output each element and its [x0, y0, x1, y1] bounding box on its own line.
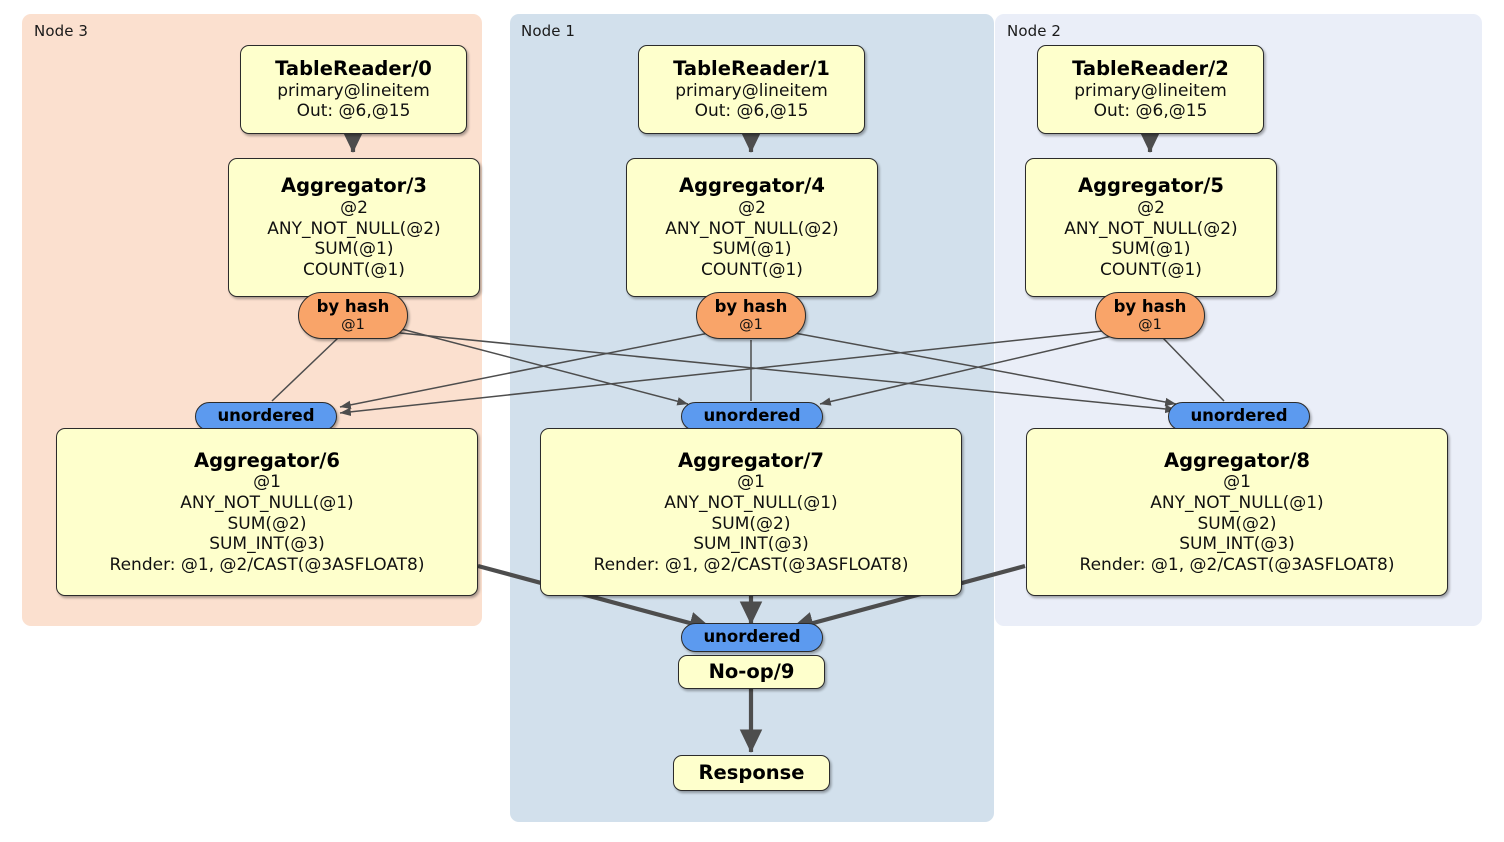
node-title: Aggregator/8	[1164, 448, 1310, 472]
node-detail-line: @2	[340, 198, 368, 219]
synchronizer-title: unordered	[1190, 406, 1288, 426]
node-aggregator-7[interactable]: Aggregator/7 @1 ANY_NOT_NULL(@1) SUM(@2)…	[540, 428, 962, 596]
node-detail-line: SUM(@1)	[1111, 239, 1191, 260]
node-detail-line: SUM_INT(@3)	[209, 534, 325, 555]
node-title: TableReader/0	[275, 57, 432, 81]
node-title: Aggregator/6	[194, 448, 340, 472]
node-detail-line: @2	[738, 198, 766, 219]
node-detail-line: Out: @6,@15	[1093, 101, 1208, 122]
node-detail-line: ANY_NOT_NULL(@2)	[1064, 218, 1238, 239]
node-detail-line: SUM(@2)	[1197, 513, 1277, 534]
input-synchronizer-unordered-2[interactable]: unordered	[1168, 402, 1310, 431]
node-detail-line: SUM_INT(@3)	[1179, 534, 1295, 555]
node-aggregator-3[interactable]: Aggregator/3 @2 ANY_NOT_NULL(@2) SUM(@1)…	[228, 158, 480, 297]
router-detail: @1	[341, 316, 365, 333]
node-detail-line: ANY_NOT_NULL(@2)	[267, 218, 441, 239]
node-detail-line: COUNT(@1)	[1100, 259, 1202, 280]
node-aggregator-6[interactable]: Aggregator/6 @1 ANY_NOT_NULL(@1) SUM(@2)…	[56, 428, 478, 596]
node-aggregator-4[interactable]: Aggregator/4 @2 ANY_NOT_NULL(@2) SUM(@1)…	[626, 158, 878, 297]
synchronizer-title: unordered	[703, 627, 801, 647]
node-render-line: Render: @1, @2/CAST(@3ASFLOAT8)	[109, 554, 425, 575]
node-response[interactable]: Response	[673, 755, 830, 791]
node-detail-line: SUM(@1)	[712, 239, 792, 260]
router-title: by hash	[714, 296, 788, 316]
node-detail-line: Out: @6,@15	[694, 101, 809, 122]
node-detail-line: primary@lineitem	[277, 80, 430, 101]
node-title: TableReader/1	[673, 57, 830, 81]
node-panel-label-node2: Node 2	[1007, 22, 1062, 40]
input-synchronizer-unordered-final[interactable]: unordered	[681, 623, 823, 652]
node-title: Aggregator/7	[678, 448, 824, 472]
node-detail-line: @1	[737, 472, 765, 493]
node-detail-line: ANY_NOT_NULL(@1)	[664, 493, 838, 514]
router-title: by hash	[1113, 296, 1187, 316]
node-detail-line: COUNT(@1)	[303, 259, 405, 280]
node-detail-line: SUM(@2)	[227, 513, 307, 534]
node-detail-line: @1	[253, 472, 281, 493]
node-title: Response	[698, 761, 805, 785]
node-render-line: Render: @1, @2/CAST(@3ASFLOAT8)	[593, 554, 909, 575]
node-title: Aggregator/5	[1078, 174, 1224, 198]
router-detail: @1	[739, 316, 763, 333]
node-title: No-op/9	[708, 660, 795, 684]
node-detail-line: SUM(@1)	[314, 239, 394, 260]
node-title: Aggregator/4	[679, 174, 825, 198]
node-detail-line: primary@lineitem	[1074, 80, 1227, 101]
synchronizer-title: unordered	[703, 406, 801, 426]
output-router-by-hash-2[interactable]: by hash @1	[1095, 292, 1205, 339]
node-panel-label-node1: Node 1	[521, 22, 576, 40]
node-aggregator-8[interactable]: Aggregator/8 @1 ANY_NOT_NULL(@1) SUM(@2)…	[1026, 428, 1448, 596]
node-detail-line: SUM_INT(@3)	[693, 534, 809, 555]
node-aggregator-5[interactable]: Aggregator/5 @2 ANY_NOT_NULL(@2) SUM(@1)…	[1025, 158, 1277, 297]
node-panel-label-node3: Node 3	[34, 22, 89, 40]
node-detail-line: Out: @6,@15	[296, 101, 411, 122]
synchronizer-title: unordered	[217, 406, 315, 426]
node-noop-9[interactable]: No-op/9	[678, 655, 825, 689]
node-detail-line: @1	[1223, 472, 1251, 493]
output-router-by-hash-0[interactable]: by hash @1	[298, 292, 408, 339]
node-detail-line: ANY_NOT_NULL(@1)	[1150, 493, 1324, 514]
node-tablereader-1[interactable]: TableReader/1 primary@lineitem Out: @6,@…	[638, 45, 865, 134]
output-router-by-hash-1[interactable]: by hash @1	[696, 292, 806, 339]
input-synchronizer-unordered-1[interactable]: unordered	[681, 402, 823, 431]
node-tablereader-2[interactable]: TableReader/2 primary@lineitem Out: @6,@…	[1037, 45, 1264, 134]
node-detail-line: @2	[1137, 198, 1165, 219]
node-detail-line: SUM(@2)	[711, 513, 791, 534]
node-detail-line: ANY_NOT_NULL(@2)	[665, 218, 839, 239]
node-detail-line: COUNT(@1)	[701, 259, 803, 280]
node-title: Aggregator/3	[281, 174, 427, 198]
node-title: TableReader/2	[1072, 57, 1229, 81]
node-detail-line: primary@lineitem	[675, 80, 828, 101]
node-render-line: Render: @1, @2/CAST(@3ASFLOAT8)	[1079, 554, 1395, 575]
router-detail: @1	[1138, 316, 1162, 333]
router-title: by hash	[316, 296, 390, 316]
input-synchronizer-unordered-0[interactable]: unordered	[195, 402, 337, 431]
node-detail-line: ANY_NOT_NULL(@1)	[180, 493, 354, 514]
node-tablereader-0[interactable]: TableReader/0 primary@lineitem Out: @6,@…	[240, 45, 467, 134]
